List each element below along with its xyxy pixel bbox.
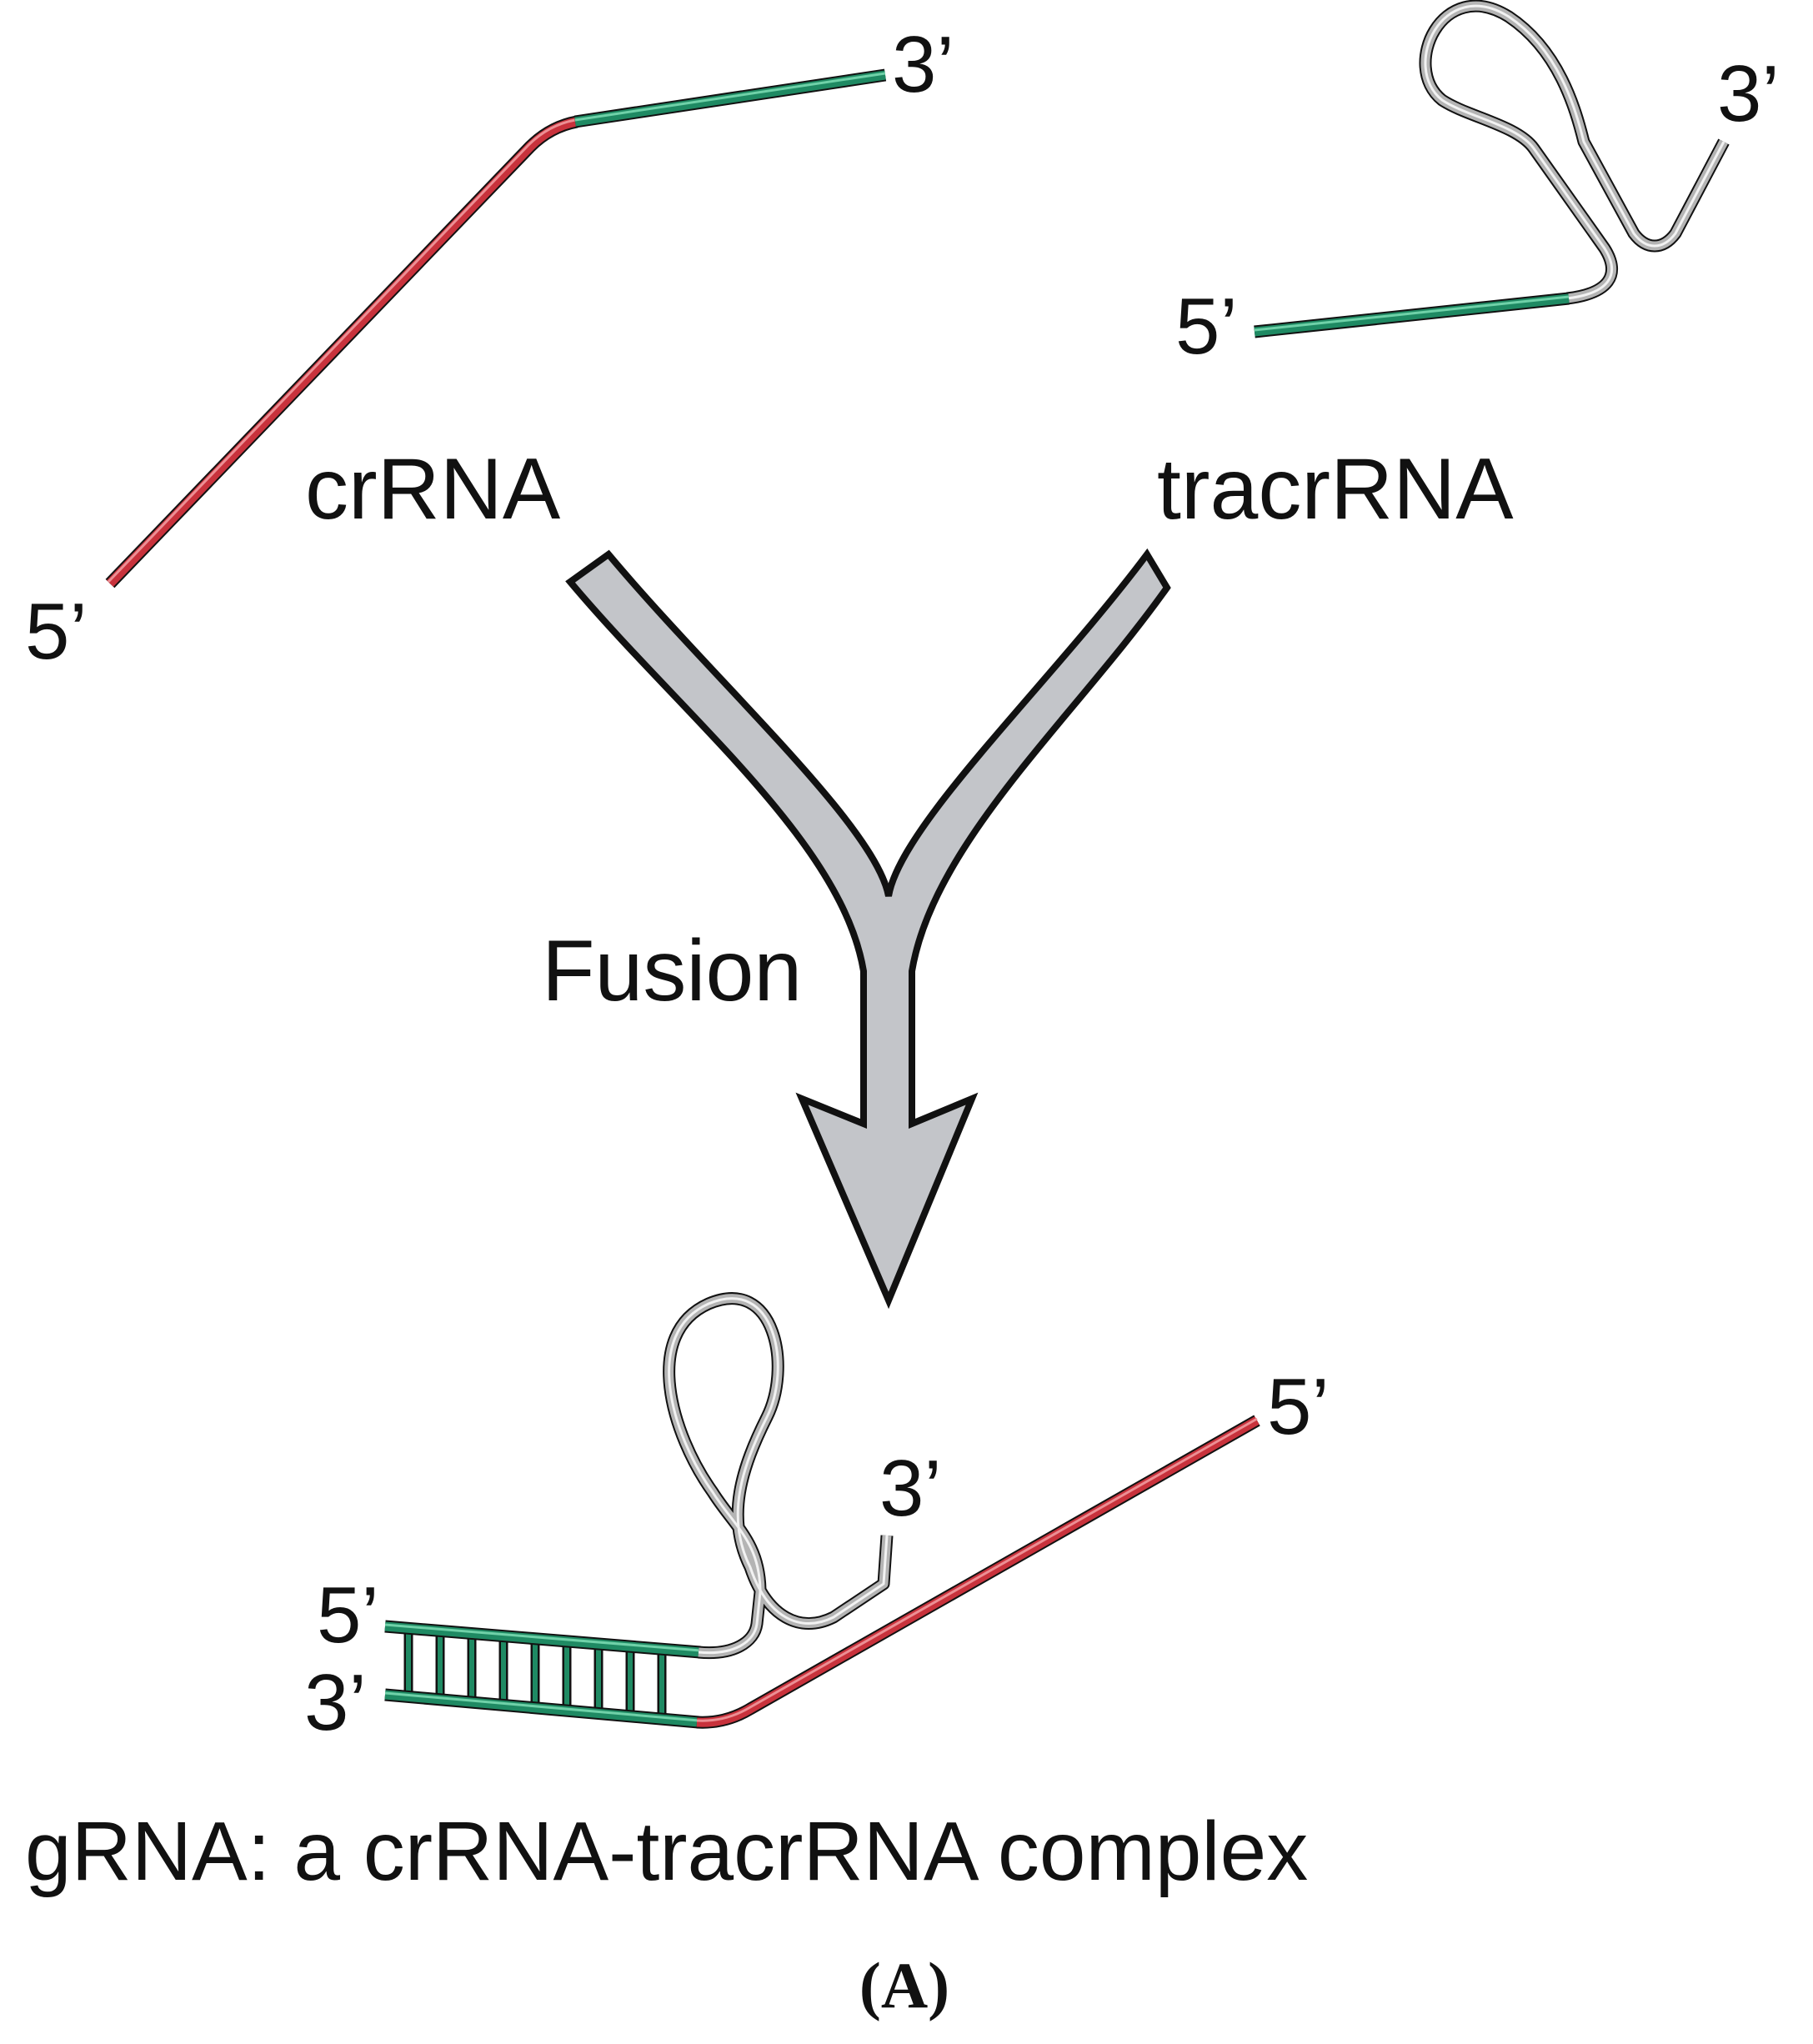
diagram-caption: gRNA: a crRNA-tracrRNA complex — [25, 1805, 1308, 1898]
grna-loop-three-prime-label: 3’ — [879, 1444, 942, 1533]
tracrrna-three-prime-label: 3’ — [1717, 49, 1780, 138]
fusion-label: Fusion — [542, 923, 802, 1019]
crrna-five-prime-label: 5’ — [25, 587, 88, 676]
tracrrna-label: tracrRNA — [1157, 441, 1514, 538]
grna-complex — [384, 1292, 1260, 1729]
tracrrna-five-prime-label: 5’ — [1175, 282, 1238, 371]
fusion-arrow — [565, 548, 1171, 1310]
grna-right-five-prime-label: 5’ — [1267, 1362, 1330, 1451]
crrna-three-prime-label: 3’ — [892, 20, 954, 109]
crrna-strand — [105, 68, 887, 589]
tracrrna-strand — [1254, 0, 1730, 338]
panel-label: (A) — [859, 1949, 949, 2021]
grna-left-three-prime-label: 3’ — [304, 1658, 367, 1747]
crrna-label: crRNA — [305, 441, 561, 538]
tracrrna-loop-segment — [1419, 0, 1730, 305]
grna-left-five-prime-label: 5’ — [317, 1571, 379, 1660]
